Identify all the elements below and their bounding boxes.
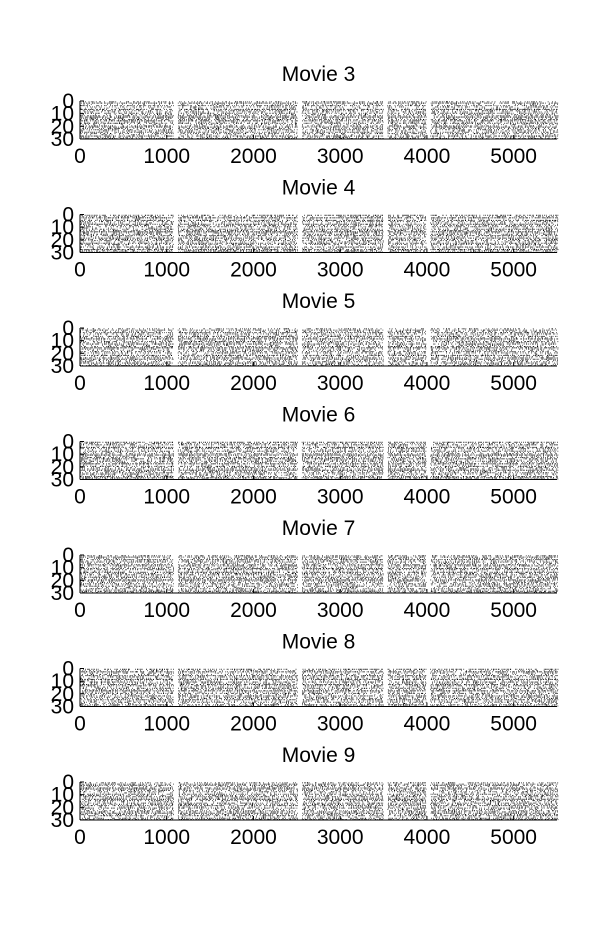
y-tick-label: 0 (62, 771, 74, 794)
y-tick-label: 0 (62, 317, 74, 340)
spike-marks (79, 782, 559, 821)
spike-marks (79, 214, 559, 253)
y-tick-label: 30 (51, 355, 74, 378)
x-tick-label: 2000 (230, 372, 277, 395)
x-tick-label: 4000 (404, 486, 451, 509)
panel-title: Movie 7 (282, 517, 356, 540)
x-tick-label: 4000 (404, 145, 451, 168)
x-tick-label: 2000 (230, 713, 277, 736)
x-tick-label: 3000 (317, 713, 364, 736)
x-tick-label: 5000 (490, 713, 537, 736)
x-tick-label: 0 (74, 486, 86, 509)
y-tick-label: 20 (51, 229, 74, 252)
x-tick-label: 1000 (143, 145, 190, 168)
y-tick-label: 10 (51, 103, 74, 126)
x-tick-label: 3000 (317, 486, 364, 509)
x-tick-label: 3000 (317, 599, 364, 622)
x-tick-label: 1000 (143, 599, 190, 622)
y-tick-label: 30 (51, 582, 74, 605)
y-tick-label: 10 (51, 330, 74, 353)
x-tick-label: 1000 (143, 486, 190, 509)
y-tick-label: 30 (51, 128, 74, 151)
x-tick-label: 4000 (404, 826, 451, 849)
spike-raster (79, 782, 559, 821)
y-tick-label: 10 (51, 443, 74, 466)
y-tick-label: 20 (51, 115, 74, 138)
x-tick-label: 5000 (490, 599, 537, 622)
x-tick-label: 0 (74, 826, 86, 849)
x-tick-label: 5000 (490, 486, 537, 509)
y-tick-label: 0 (62, 431, 74, 454)
panel-title: Movie 9 (282, 744, 356, 767)
x-tick-label: 2000 (230, 145, 277, 168)
y-tick-label: 30 (51, 696, 74, 719)
spike-marks (79, 328, 559, 367)
x-tick-label: 5000 (490, 145, 537, 168)
spike-raster (79, 101, 559, 140)
y-tick-label: 20 (51, 683, 74, 706)
spike-raster (79, 668, 559, 707)
panel-title: Movie 4 (282, 177, 356, 200)
y-tick-label: 0 (62, 658, 74, 681)
panel-title: Movie 8 (282, 631, 356, 654)
x-tick-label: 3000 (317, 826, 364, 849)
spike-raster (79, 555, 559, 594)
y-tick-label: 10 (51, 784, 74, 807)
y-tick-label: 30 (51, 242, 74, 265)
panel-title: Movie 6 (282, 404, 356, 427)
spike-raster (79, 328, 559, 367)
y-tick-label: 10 (51, 670, 74, 693)
y-tick-label: 30 (51, 809, 74, 832)
y-tick-label: 0 (62, 90, 74, 113)
x-tick-label: 2000 (230, 486, 277, 509)
y-tick-label: 0 (62, 544, 74, 567)
x-tick-label: 3000 (317, 372, 364, 395)
x-tick-label: 2000 (230, 259, 277, 282)
x-tick-label: 1000 (143, 259, 190, 282)
x-tick-label: 4000 (404, 259, 451, 282)
x-tick-label: 0 (74, 599, 86, 622)
y-tick-label: 20 (51, 569, 74, 592)
x-tick-label: 2000 (230, 599, 277, 622)
y-tick-label: 20 (51, 796, 74, 819)
y-tick-label: 30 (51, 469, 74, 492)
y-tick-label: 20 (51, 342, 74, 365)
x-tick-label: 1000 (143, 826, 190, 849)
x-tick-label: 0 (74, 372, 86, 395)
x-tick-label: 0 (74, 713, 86, 736)
panel-title: Movie 5 (282, 290, 356, 313)
x-tick-label: 3000 (317, 145, 364, 168)
x-tick-label: 0 (74, 145, 86, 168)
x-tick-label: 4000 (404, 599, 451, 622)
y-tick-label: 0 (62, 204, 74, 227)
spike-marks (79, 101, 559, 140)
spike-raster (79, 214, 559, 253)
x-tick-label: 5000 (490, 826, 537, 849)
x-tick-label: 1000 (143, 372, 190, 395)
x-tick-label: 5000 (490, 259, 537, 282)
spike-marks (79, 668, 559, 707)
y-tick-label: 10 (51, 557, 74, 580)
x-tick-label: 3000 (317, 259, 364, 282)
spike-marks (79, 441, 559, 480)
y-tick-label: 20 (51, 456, 74, 479)
x-tick-label: 5000 (490, 372, 537, 395)
x-tick-label: 2000 (230, 826, 277, 849)
x-tick-label: 0 (74, 259, 86, 282)
x-tick-label: 1000 (143, 713, 190, 736)
y-tick-label: 10 (51, 216, 74, 239)
x-tick-label: 4000 (404, 713, 451, 736)
spike-raster (79, 441, 559, 480)
spike-marks (79, 555, 559, 594)
panel-title: Movie 3 (282, 63, 356, 86)
x-tick-label: 4000 (404, 372, 451, 395)
